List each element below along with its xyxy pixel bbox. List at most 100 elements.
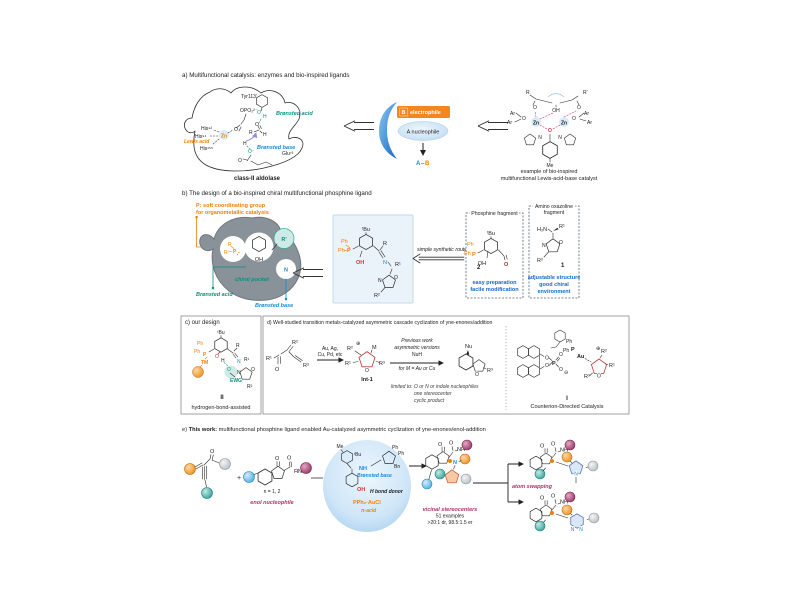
atom-label: O xyxy=(504,262,509,268)
atom-label: Zn xyxy=(561,121,567,127)
oxa-blue-line1: adjustable structure xyxy=(528,275,581,281)
panel-e: e) This work: multifunctional phosphine … xyxy=(182,427,600,534)
sphere-orange xyxy=(192,366,204,378)
atom-label: R' xyxy=(281,237,287,243)
atom-label: O xyxy=(597,374,601,380)
atom-label: P xyxy=(347,248,351,254)
our-design-structure: ᵗBu P Ph Ph TM O H O EWG R N R¹ N O R² I… xyxy=(192,330,255,401)
atom-label: N xyxy=(579,527,583,533)
atom-label: N xyxy=(284,268,288,274)
atom-label: O xyxy=(257,110,261,116)
atom-label: NH xyxy=(359,466,367,472)
atom-label: N xyxy=(574,472,578,478)
r-prime-circle xyxy=(273,228,295,249)
atom-label: TM xyxy=(201,360,208,366)
atom-label: Ar xyxy=(584,111,589,117)
arrow1-conditions2: Cu, Pd, etc xyxy=(318,352,343,358)
pyridazine-product-structure: O O NH N N xyxy=(529,491,600,534)
atom-label: R² xyxy=(374,293,380,299)
label-h-bond-donor: H bond donor xyxy=(370,489,404,495)
atom-label: ᵗBu xyxy=(487,230,495,237)
main-product-structure: O O NH N vicinal stereocenters 51 exampl… xyxy=(421,439,477,526)
atom-label: OH xyxy=(552,108,560,114)
panel-a: a) Multifunctional catalysis: enzymes an… xyxy=(182,72,598,182)
implication-arrow xyxy=(477,120,509,132)
label-his92: His⁹² xyxy=(201,126,212,132)
atom-label: O xyxy=(234,127,238,133)
atom-label: Ph xyxy=(392,445,398,451)
atom-label: N xyxy=(558,135,562,141)
phosphine-fragment-header: Phosphine fragment xyxy=(471,211,518,217)
label-opo3: OPO₃²⁻ xyxy=(240,108,258,114)
oxa-blue-line2: good chiral xyxy=(539,282,569,288)
atom-label: O xyxy=(540,444,545,450)
atom-label: R¹ xyxy=(609,363,615,369)
atom-label: ᵗBu xyxy=(362,226,370,233)
label-bronsted-base: Brønsted base xyxy=(257,145,295,151)
atom-label: N xyxy=(237,370,241,376)
panel-c-box xyxy=(180,315,262,415)
arrow2-line4: for M = Au or Cu xyxy=(399,366,436,372)
atom-label: O xyxy=(559,352,563,358)
atom-label: O xyxy=(251,367,255,373)
atom-label: N xyxy=(571,527,575,533)
phosphine-fragment-box: Phosphine fragment ᵗBu P Ph Ph OH 2 O ea… xyxy=(464,209,524,299)
atom-label: N xyxy=(453,460,457,466)
atom-label: Me xyxy=(337,444,344,450)
sphere-magenta xyxy=(564,439,576,451)
atom-label: OH xyxy=(357,487,365,493)
label-bronsted-acid: Brønsted acid xyxy=(276,111,313,117)
sphere-blue xyxy=(243,471,255,483)
atom-label: R xyxy=(249,130,253,136)
atom-label: R xyxy=(224,250,228,256)
atom-label: O xyxy=(533,105,537,111)
atom-label: R xyxy=(383,241,387,247)
arrow2-line1: Previous work xyxy=(401,338,433,344)
implication-arrow xyxy=(343,120,375,132)
panel-e-title-rest: multifunctional phosphine ligand enabled… xyxy=(217,427,486,433)
limited-line2: one stereocenter xyxy=(414,391,452,397)
atom-label: P xyxy=(571,347,575,353)
charge-label: ⊕ xyxy=(356,341,360,347)
label-electrophile: electrophile xyxy=(410,110,441,116)
atom-label: R xyxy=(236,343,240,349)
sphere-orange xyxy=(561,451,573,463)
atom-label: H xyxy=(221,358,225,364)
label-chiral-pocket: chiral pocket xyxy=(235,277,270,283)
atom-label: N xyxy=(542,243,546,249)
atom-label: Zn xyxy=(533,121,539,127)
atom-label: Ar xyxy=(507,120,512,126)
chiral-pocket-graphic: R R P OH R' N chiral pocket xyxy=(199,216,302,301)
limited-prefix: limited to: xyxy=(391,384,413,390)
panel-d-box xyxy=(262,315,630,415)
sphere-teal xyxy=(534,468,546,480)
atom-label: Ph xyxy=(464,251,471,257)
atom-label: O xyxy=(551,442,556,448)
long-left-arrow xyxy=(412,253,465,264)
charge-label: ⊕ xyxy=(596,346,600,352)
atom-label: R³ xyxy=(379,361,385,367)
catalyst-caption-2: multifunctional Lewis-acid-base catalyst xyxy=(501,176,598,182)
panel-c: c) our design ᵗBu P Ph Ph TM O H O EWG R… xyxy=(180,315,262,415)
furan-highlight-ring xyxy=(444,469,460,484)
curved-arrow xyxy=(547,93,565,98)
atom-label: OH xyxy=(356,260,364,266)
atom-label: O xyxy=(522,116,526,122)
label-bronsted-acid-b: Brønsted acid xyxy=(196,292,233,298)
atom-label: O xyxy=(255,122,259,128)
atom-label: Nu xyxy=(465,344,472,350)
label-electrophile-b: B xyxy=(402,110,406,116)
atom-label: NH xyxy=(560,500,568,506)
atom-label: R³ xyxy=(303,363,309,369)
atom-label: O xyxy=(545,356,549,362)
teal-connector xyxy=(212,266,247,289)
atom-label: O xyxy=(287,456,292,462)
enol-nucleophile-caption: enol nucleophile xyxy=(250,500,293,506)
sphere-teal xyxy=(534,520,546,532)
panel-e-title-prefix: e) xyxy=(182,427,189,433)
yne-enone-substrate: R¹ O R² R³ xyxy=(266,340,309,373)
label-examples: 51 examples xyxy=(436,514,465,520)
atom-label: Au xyxy=(577,354,584,360)
